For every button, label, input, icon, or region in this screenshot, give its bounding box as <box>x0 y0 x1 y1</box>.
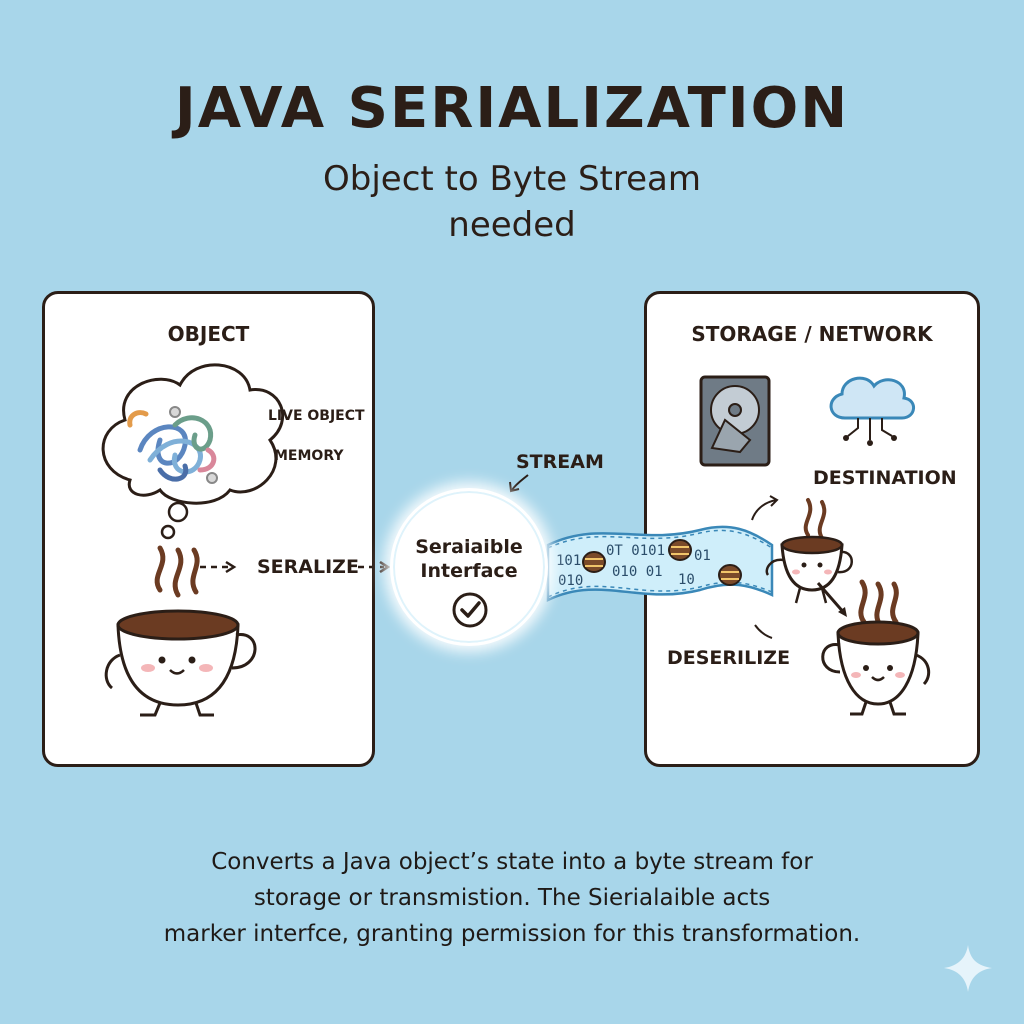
stream-barrel-icon <box>668 539 692 561</box>
description-text: Converts a Java object’s state into a by… <box>0 844 1024 952</box>
stream-barrel-icon <box>718 564 742 586</box>
stream-bits-3: 01 <box>694 548 711 564</box>
thought-cloud-icon <box>101 363 285 540</box>
cloud-network-icon <box>829 376 915 446</box>
description-line-3: marker interfce, granting permission for… <box>163 921 861 947</box>
coffee-cup-character-icon <box>104 545 257 717</box>
stream-bits-5: 010 01 <box>612 564 663 580</box>
stream-pointer-arrow <box>509 474 529 493</box>
destination-label: DESTINATION <box>813 467 957 489</box>
hard-drive-icon <box>699 375 771 467</box>
byte-stream-ribbon <box>546 525 774 602</box>
stream-barrel-icon <box>582 551 606 573</box>
serializable-interface-text: Seraiaible Interface <box>393 535 545 583</box>
flow-curve-arrow <box>751 495 779 639</box>
interface-line-1: Seraiaible <box>415 536 523 558</box>
check-circle-icon <box>452 592 488 628</box>
stream-label: STREAM <box>516 451 604 473</box>
stream-bits-6: 10 <box>678 572 695 588</box>
live-object-label: LIVE OBJECT <box>268 408 365 424</box>
stream-bits-2: 0T 0101 <box>606 543 665 559</box>
sparkle-icon <box>944 945 992 992</box>
tangled-object-icon <box>127 406 218 484</box>
serialize-label: SERALIZE <box>257 556 359 578</box>
interface-line-2: Interface <box>420 560 518 582</box>
large-coffee-cup-character-icon <box>821 579 931 716</box>
page-title: JAVA SERIALIZATION <box>174 76 850 141</box>
storage-network-panel-title: STORAGE / NETWORK <box>691 322 933 346</box>
object-panel-title: OBJECT <box>167 322 250 346</box>
subtitle-line-1: Object to Byte Stream <box>322 159 701 199</box>
small-coffee-cup-character-icon <box>765 498 853 617</box>
subtitle-line-2: needed <box>448 205 576 245</box>
stream-bits-4: 010 <box>558 573 583 589</box>
page-subtitle: Object to Byte Stream needed <box>0 156 1024 248</box>
description-line-2: storage or transmistion. The Sierialaibl… <box>253 885 771 911</box>
description-line-1: Converts a Java object’s state into a by… <box>211 849 813 875</box>
serialize-arrow <box>200 560 391 574</box>
deserialize-label: DESERILIZE <box>667 647 791 669</box>
serializable-interface-badge: Seraiaible Interface <box>390 488 548 646</box>
stream-bits-1: 101 <box>556 553 581 569</box>
memory-label: MEMORY <box>274 448 344 464</box>
